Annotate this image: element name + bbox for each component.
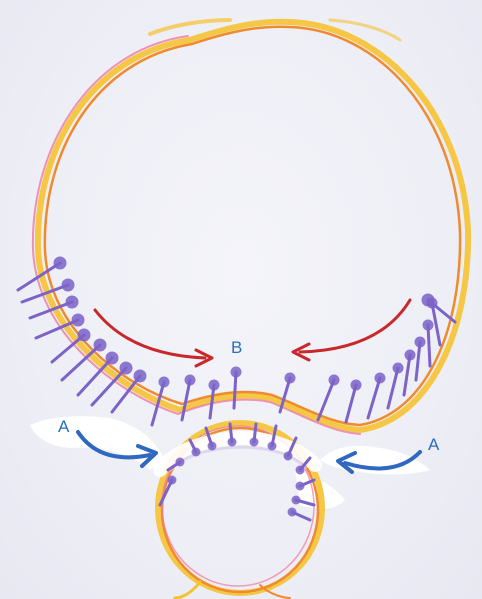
label-a-right: A [428, 436, 439, 453]
suture-knot [193, 449, 199, 455]
suture-knot [289, 509, 295, 515]
label-b: B [231, 339, 242, 356]
suture-knot [251, 439, 257, 445]
suture-knot [107, 353, 117, 363]
suture-line [388, 368, 398, 408]
suture-knot [269, 443, 275, 449]
suture-knot [423, 295, 433, 305]
suture-knot [121, 363, 131, 373]
suture-knot [73, 315, 83, 325]
suture-knot [424, 321, 432, 329]
suture-knot [297, 467, 303, 473]
suture-knot [169, 477, 175, 483]
suture-line [346, 385, 356, 422]
suture-knot [63, 280, 73, 290]
suture-knot [232, 368, 240, 376]
suture-line [416, 342, 420, 380]
red-arrow-left [95, 310, 205, 358]
suture-line [428, 325, 430, 366]
suture-line [318, 380, 334, 420]
suture-group [18, 258, 455, 520]
suture-knot [210, 381, 218, 389]
suture-line [182, 380, 190, 420]
suture-knot [394, 364, 402, 372]
suture-line [368, 378, 380, 418]
suture-knot [177, 459, 183, 465]
suture-knot [67, 297, 77, 307]
suture-knot [286, 374, 294, 382]
suture-knot [406, 351, 414, 359]
suture-knot [330, 376, 338, 384]
suture-knot [376, 374, 384, 382]
suture-knot [352, 381, 360, 389]
suture-knot [55, 258, 65, 268]
suture-knot [416, 338, 424, 346]
suture-knot [79, 330, 89, 340]
suture-knot [293, 497, 299, 503]
suture-line [404, 355, 410, 395]
suture-knot [285, 453, 291, 459]
suture-knot [229, 439, 235, 445]
suture-knot [160, 378, 168, 386]
small-ring [158, 423, 322, 598]
suture-knot [95, 340, 105, 350]
red-arrow-right [300, 300, 410, 352]
suture-knot [297, 483, 303, 489]
label-a-left: A [58, 418, 69, 435]
suture-knot [186, 376, 194, 384]
suture-knot [209, 443, 215, 449]
suture-knot [135, 371, 145, 381]
